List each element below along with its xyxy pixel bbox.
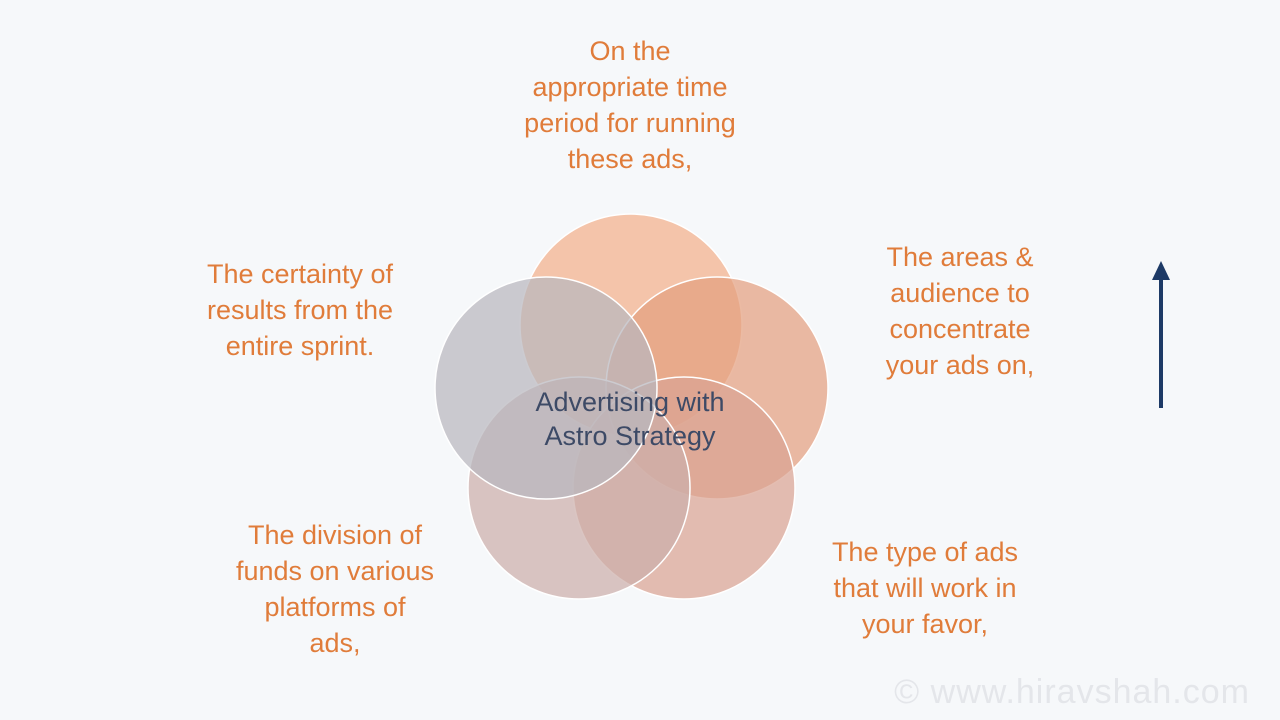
- watermark: © www.hiravshah.com: [894, 673, 1250, 711]
- label-areas-audience: The areas & audience to concentrate your…: [885, 242, 1035, 380]
- label-time-period: On the appropriate time period for runni…: [524, 36, 736, 174]
- up-arrow-icon: [1152, 261, 1170, 408]
- label-type-of-ads: The type of ads that will work in your f…: [831, 537, 1019, 639]
- center-title: Advertising with Astro Strategy: [535, 387, 725, 451]
- circle-certainty-of-results: [434, 276, 658, 500]
- label-division-of-funds: The division of funds on various platfor…: [235, 520, 435, 658]
- label-certainty-of-results: The certainty of results from the entire…: [206, 259, 394, 361]
